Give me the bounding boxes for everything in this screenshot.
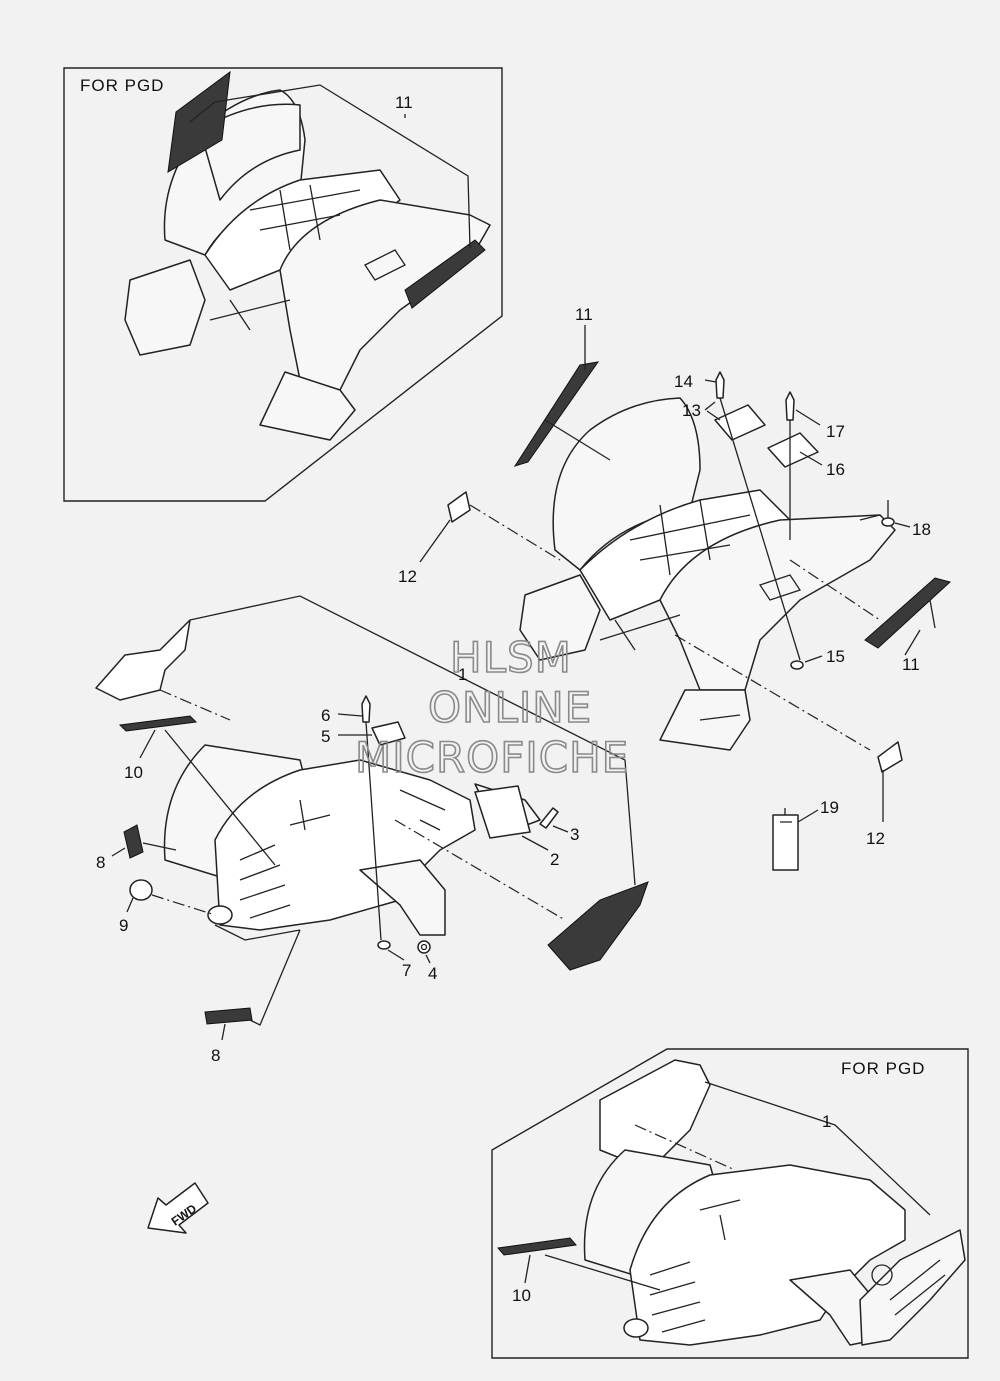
reflector-8-lower	[204, 1007, 253, 1025]
cap-9	[129, 879, 153, 901]
grommet-4	[417, 940, 431, 954]
label-19	[772, 814, 799, 871]
inset-bottom-right-title: FOR PGD	[841, 1059, 925, 1078]
callout-8-lower: 8	[211, 1046, 220, 1065]
watermark-line-3: MICROFICHE	[355, 733, 629, 782]
callout-10-inset: 10	[512, 1286, 531, 1305]
screw-17	[785, 391, 795, 421]
callout-3: 3	[570, 825, 579, 844]
callout-18: 18	[912, 520, 931, 539]
callout-7: 7	[402, 961, 411, 980]
watermark-line-1: HLSM	[450, 633, 572, 682]
callout-13: 13	[682, 401, 701, 420]
callout-4: 4	[428, 964, 437, 983]
callout-11-top: 11	[575, 305, 593, 324]
plate-5	[371, 721, 406, 746]
decal-11-top	[513, 361, 600, 467]
screw-14	[715, 371, 725, 399]
callout-2: 2	[550, 850, 559, 869]
grommet-15	[790, 660, 804, 670]
callout-11-side: 11	[902, 655, 920, 674]
callout-8-upper: 8	[96, 853, 105, 872]
grommet-18	[881, 517, 895, 527]
callout-6: 6	[321, 706, 330, 725]
callout-12-left: 12	[398, 567, 417, 586]
inset-rear-fender-illustration	[124, 70, 491, 441]
callout-1-top: 1	[458, 665, 467, 684]
plate-13	[714, 404, 766, 441]
callout-1-inset: 1	[822, 1112, 831, 1131]
callout-19: 19	[820, 798, 839, 817]
rear-fender-assembly	[519, 397, 896, 751]
decal-11-side	[864, 577, 952, 649]
plate-2	[474, 785, 531, 839]
callout-9: 9	[119, 916, 128, 935]
grommet-7	[377, 940, 391, 950]
decal-10-main	[118, 715, 198, 732]
callout-5: 5	[321, 727, 330, 746]
inset-top-left: FOR PGD 11	[63, 67, 503, 502]
callout-12-right: 12	[866, 829, 885, 848]
label-12-left	[447, 491, 471, 523]
callout-14: 14	[674, 372, 693, 391]
callout-17: 17	[826, 422, 845, 441]
reflector-8-upper	[123, 824, 144, 859]
fwd-arrow: FWD	[147, 1182, 209, 1234]
watermark: HLSM ONLINE MICROFICHE	[354, 632, 629, 783]
screw-3	[539, 807, 559, 829]
label-12-right	[877, 741, 903, 773]
front-top-cover	[95, 619, 191, 701]
callout-15: 15	[826, 647, 845, 666]
plate-16	[767, 432, 819, 468]
callout-16: 16	[826, 460, 845, 479]
decal-10-inset	[497, 1237, 577, 1256]
callout-11-inset: 11	[395, 93, 413, 112]
inset-front-fender-illustration	[583, 1149, 966, 1346]
inset-bottom-right: FOR PGD 1 10	[491, 1048, 969, 1359]
inset-top-left-title: FOR PGD	[80, 76, 164, 95]
screw-6	[361, 695, 371, 723]
front-side-decal	[547, 881, 649, 971]
watermark-line-2: ONLINE	[428, 683, 592, 732]
callout-10-main: 10	[124, 763, 143, 782]
